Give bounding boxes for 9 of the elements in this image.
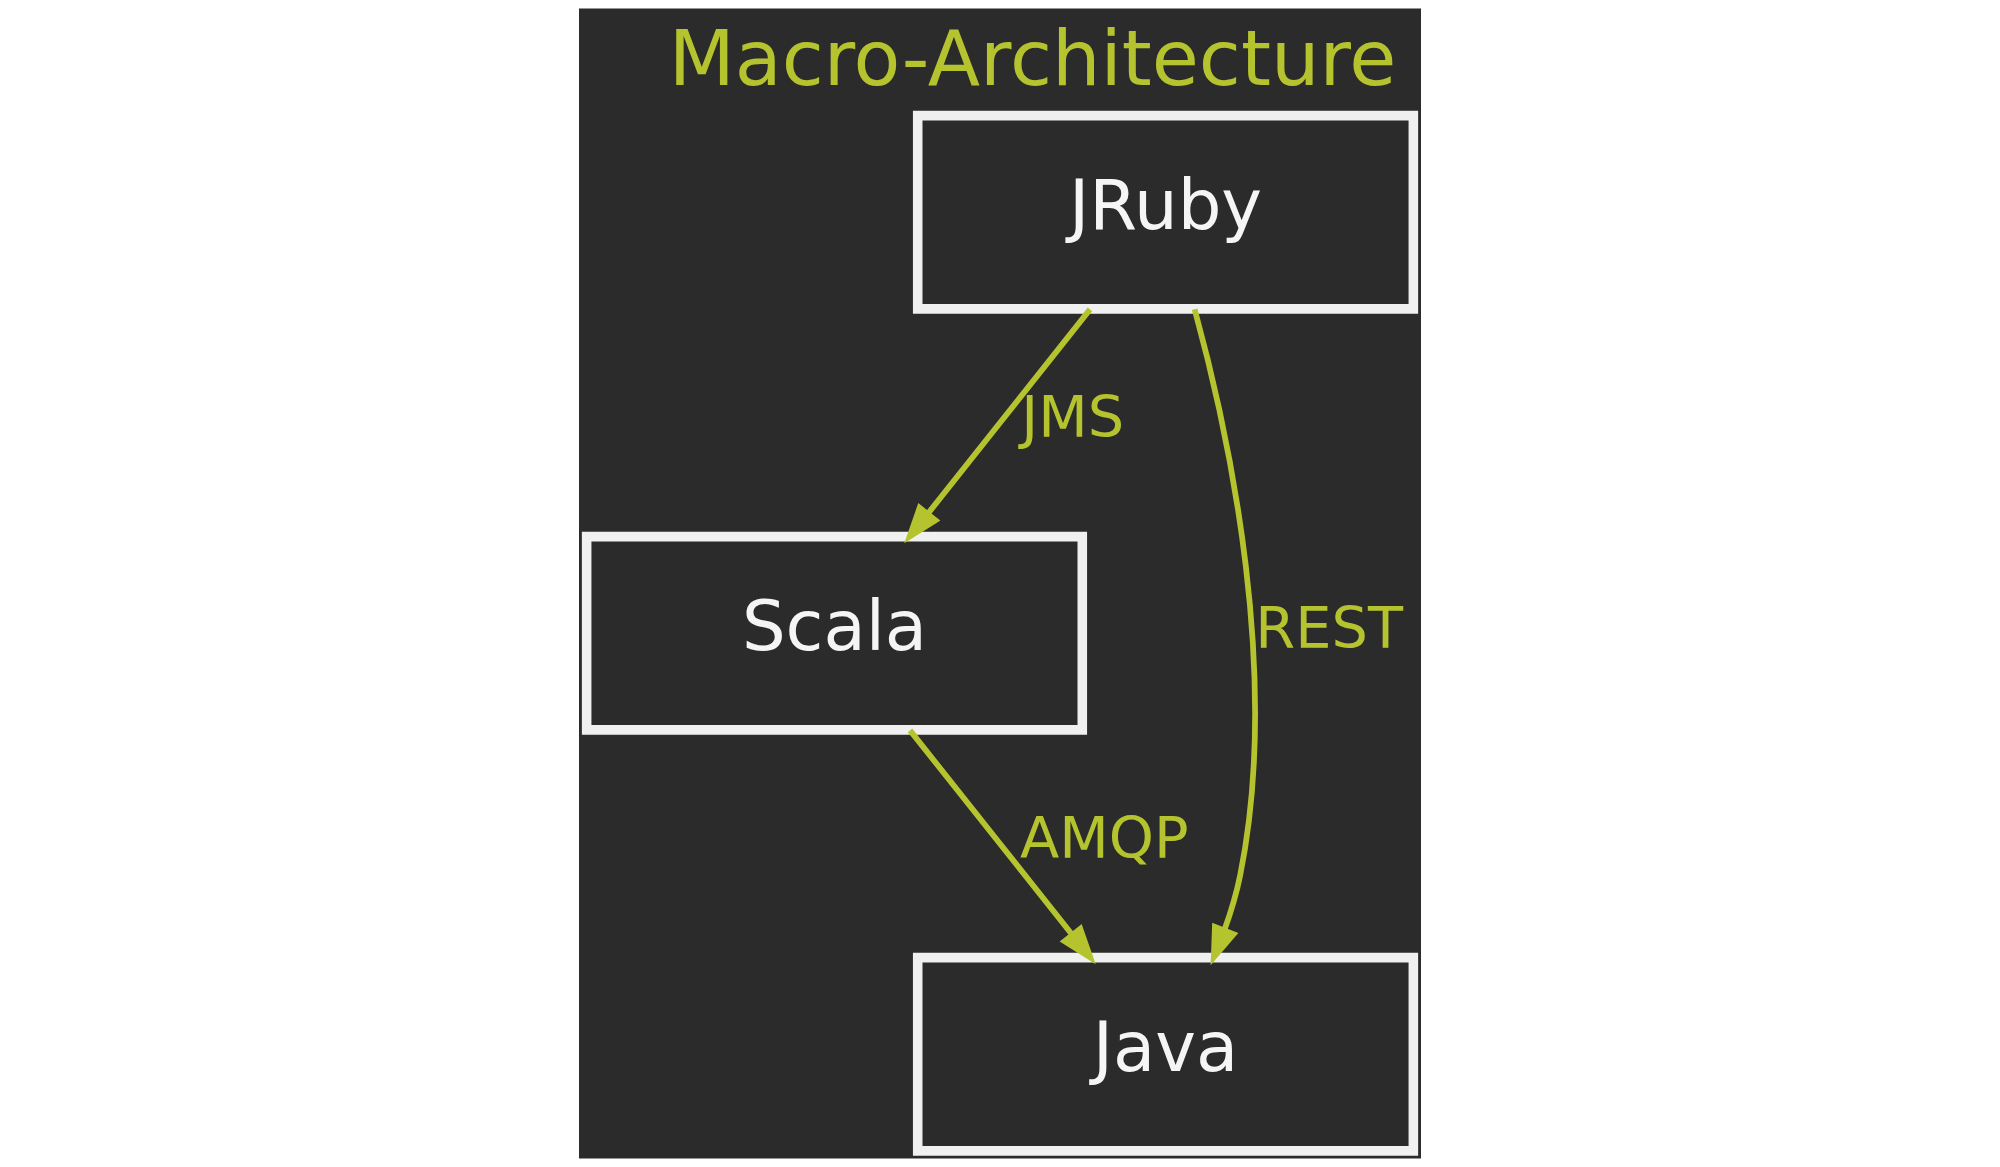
diagram-title: Macro-Architecture [668,14,1397,103]
arrow [904,307,1093,544]
arrow [907,728,1096,965]
node-box: JRuby [912,110,1419,314]
edge-label: REST [1255,594,1403,662]
arrow [1191,308,1258,966]
node-box: Scala [581,531,1088,735]
edge-label: AMQP [1020,805,1189,873]
node-box: Java [912,952,1419,1156]
